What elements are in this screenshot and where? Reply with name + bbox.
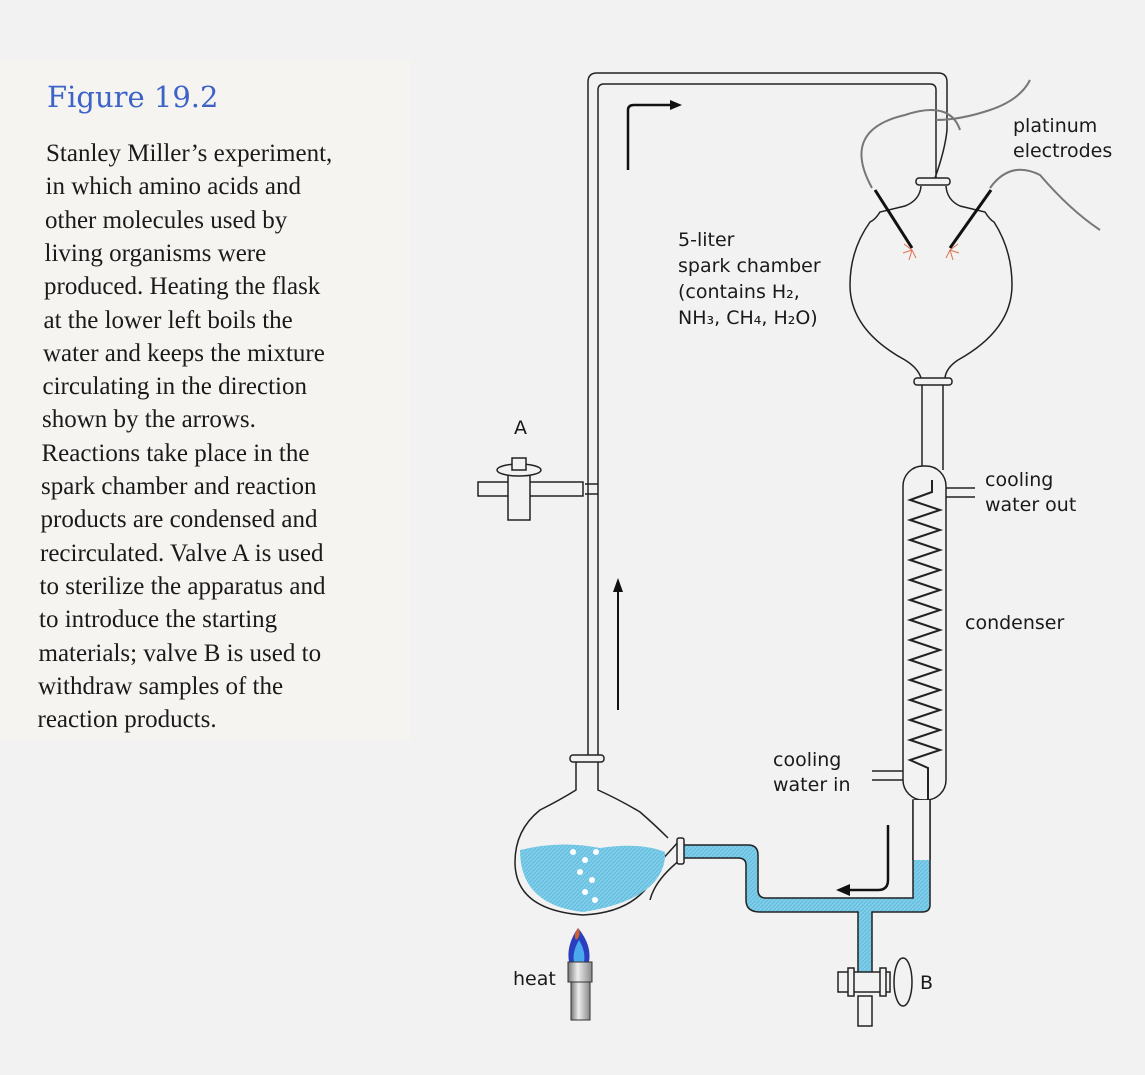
caption-line: to sterilize the apparatus and [39,572,326,600]
electrode-wires [860,109,1101,231]
water-return-tube [679,799,931,986]
label-valve-b: B [920,972,933,994]
spark-icon [902,243,960,261]
cooling-out-tube [946,487,975,498]
label-electrodes-1: platinum [1013,115,1097,137]
caption-line: materials; valve B is used to [38,639,322,667]
arrowhead-up-icon [613,578,623,592]
bunsen-burner-icon [567,928,593,1021]
electrode-right [948,189,993,249]
valve-a [477,457,598,521]
label-cooling-out-2: water out [985,494,1076,516]
caption-line: recirculated. Valve A is used [40,539,324,567]
condenser-coil [906,480,944,800]
caption-line: withdraw samples of the [38,672,284,700]
cooling-in-tube [872,770,903,781]
electrode-left [873,189,914,249]
caption-line: shown by the arrows. [42,406,256,434]
label-condenser: condenser [965,612,1064,634]
arrowhead-right-icon [670,100,682,110]
caption-panel [0,60,410,740]
caption-line: water and keeps the mixture [43,339,325,367]
flask-joint [676,837,685,865]
caption-line: other molecules used by [45,206,288,234]
caption-line: products are condensed and [40,506,318,534]
caption-line: in which amino acids and [45,173,302,201]
spark-chamber [849,185,1013,379]
return-tube [587,72,948,762]
valve-b [837,957,913,1027]
label-chamber-3: (contains H₂, [678,281,800,303]
label-cooling-in-1: cooling [773,749,841,771]
label-electrodes-2: electrodes [1013,140,1112,162]
top-joint [915,177,951,186]
caption-line: circulating in the direction [42,373,308,401]
label-valve-a: A [514,417,527,439]
caption-line: spark chamber and reaction [41,473,317,500]
caption-line: Stanley Miller’s experiment, [46,140,333,167]
label-cooling-out-1: cooling [985,469,1053,491]
caption-line: reaction products. [37,706,217,734]
flask-neck-joint [569,754,605,763]
caption-line: Reactions take place in the [41,439,310,467]
label-cooling-in-2: water in [773,774,851,796]
bottom-joint [913,377,953,386]
label-heat: heat [513,968,556,990]
arrowhead-left-icon [836,884,850,896]
label-chamber-1: 5-liter [678,229,735,251]
figure-title: Figure 19.2 [47,80,219,114]
label-chamber-2: spark chamber [678,255,821,277]
flow-arrow-top [626,103,672,170]
caption-line: produced. Heating the flask [44,273,321,301]
caption-line: living organisms were [44,239,267,267]
caption-line: to introduce the starting [39,606,278,634]
caption-line: at the lower left boils the [43,306,293,334]
bubbles [570,849,599,903]
flow-arrow-bottom [848,825,890,892]
label-chamber-4: NH₃, CH₄, H₂O) [678,307,818,329]
